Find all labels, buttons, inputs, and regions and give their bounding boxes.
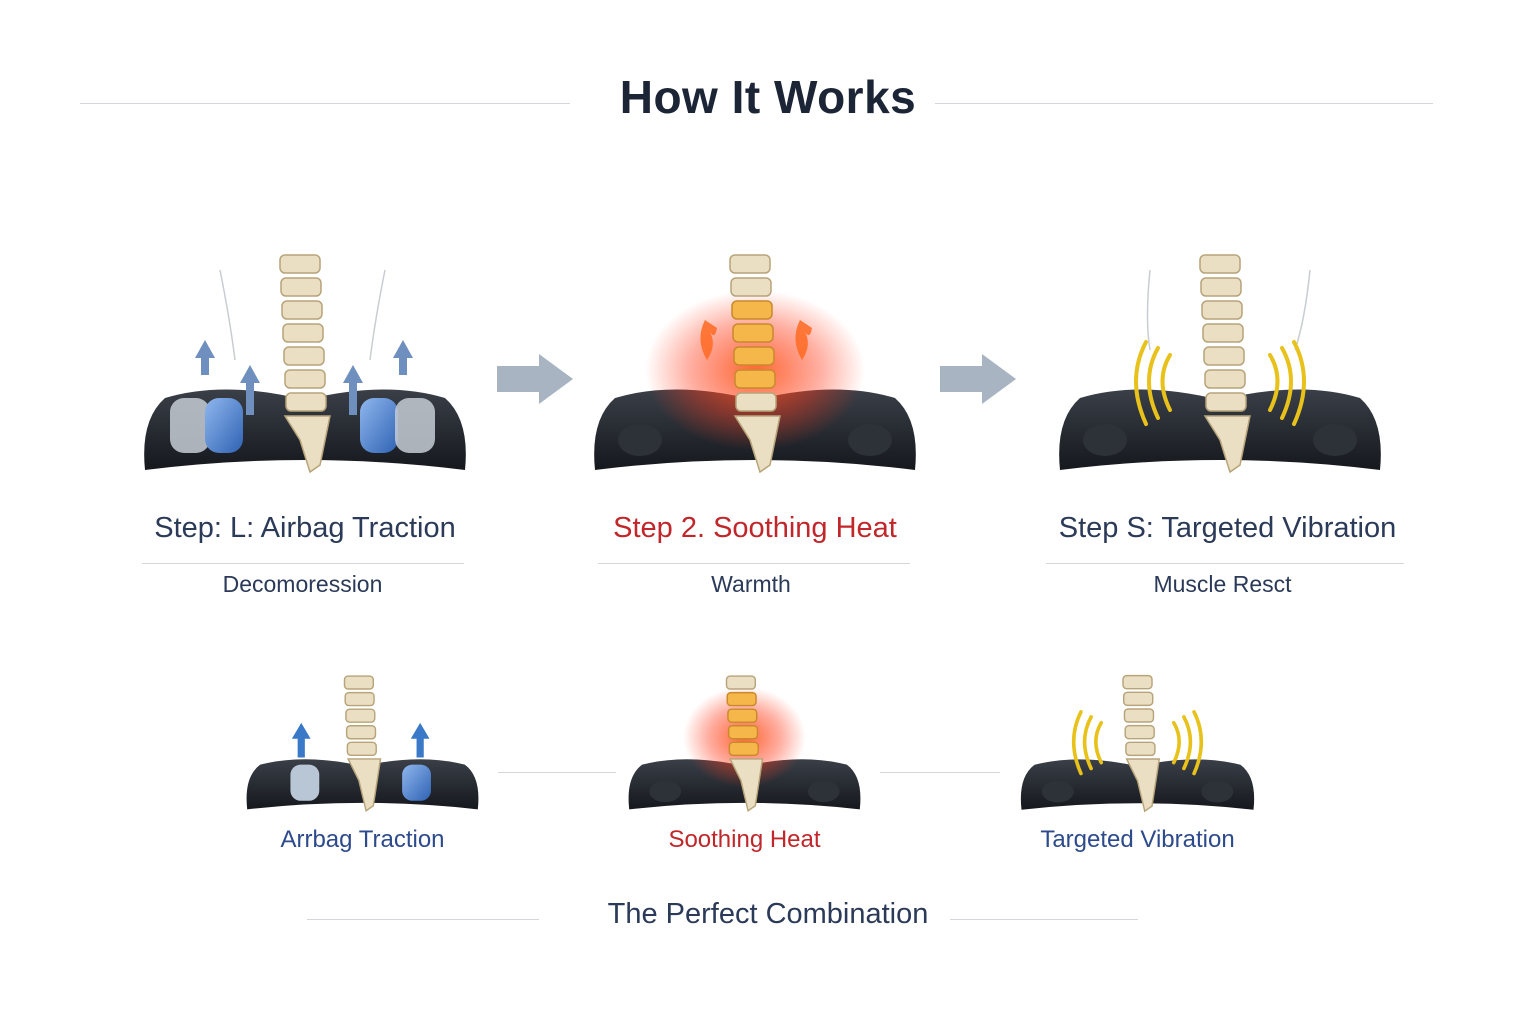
arrow-right-icon xyxy=(497,354,573,404)
step2-illustration xyxy=(594,254,916,474)
combo-connector-left xyxy=(498,772,616,773)
combo-label-heat: Soothing Heat xyxy=(668,826,821,853)
step2-divider xyxy=(598,563,910,564)
spine-icon xyxy=(1199,254,1251,474)
step1-divider xyxy=(142,563,464,564)
airbag-left-inner xyxy=(205,398,243,453)
step3-illustration xyxy=(1059,254,1381,474)
page-title: How It Works xyxy=(619,71,917,123)
vibration-icon xyxy=(1134,340,1306,426)
arrow-right-icon xyxy=(940,354,1016,404)
arrow-up-icon xyxy=(291,722,430,758)
combo-heat-illustration xyxy=(628,675,861,812)
step1-illustration xyxy=(144,254,466,474)
step2-title: Step 2. Soothing Heat xyxy=(613,512,897,544)
airbag-left-outer xyxy=(170,398,210,453)
step1-subtitle: Decomoression xyxy=(222,571,383,597)
title-rule-left xyxy=(80,103,570,104)
step3-title: Step S: Targeted Vibration xyxy=(1058,512,1397,544)
combo-label-airbag: Arrbag Traction xyxy=(280,826,445,853)
spine-icon xyxy=(729,254,781,474)
footer-title: The Perfect Combination xyxy=(607,898,929,930)
footer-rule-right xyxy=(950,919,1138,920)
step2-subtitle: Warmth xyxy=(711,571,791,597)
arrow-up-icon xyxy=(195,340,413,415)
combo-label-vibration: Targeted Vibration xyxy=(1040,826,1235,853)
airbag-right-outer xyxy=(395,398,435,453)
airbag-right-inner xyxy=(360,398,398,453)
combo-vibration-illustration xyxy=(1020,674,1255,813)
title-rule-right xyxy=(935,103,1433,104)
footer-rule-left xyxy=(307,919,539,920)
step3-subtitle: Muscle Resct xyxy=(1153,571,1292,597)
combo-airbag-illustration xyxy=(246,675,479,812)
step3-divider xyxy=(1046,563,1404,564)
spine-icon xyxy=(279,254,331,474)
combo-connector-right xyxy=(880,772,1000,773)
step1-title: Step: L: Airbag Traction xyxy=(154,512,456,544)
